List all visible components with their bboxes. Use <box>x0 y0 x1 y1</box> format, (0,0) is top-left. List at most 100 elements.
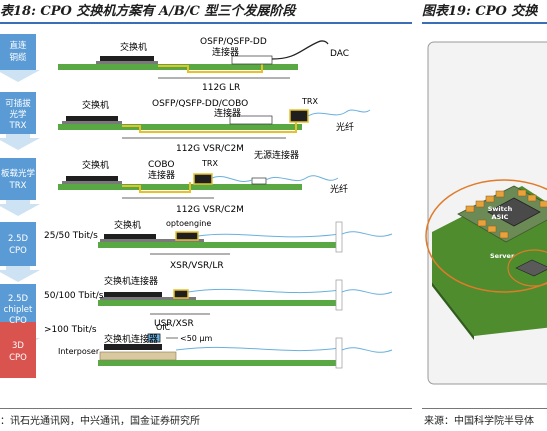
fiber <box>197 233 341 238</box>
cpo-stages-diagram: 直连 铜缆 可插拔 光学 TRX 板载光学 TRX 2.5D CPO 2.5D … <box>0 34 393 378</box>
stage-box-3 <box>0 158 36 200</box>
stage-6-line-1: 3D <box>12 341 24 351</box>
passive-connector-label: 无源连接器 <box>254 149 299 161</box>
interposer-label: Interposer <box>58 347 100 356</box>
trx-module <box>289 109 309 123</box>
switch-connector-label: 交换机连接器 <box>104 275 158 287</box>
row-pluggable: 交换机 OSFP/QSFP-DD/COBO 连接器 TRX 光纤 112G VS… <box>58 97 371 154</box>
fiber-out <box>341 289 393 295</box>
signal-trace <box>122 122 297 133</box>
pcb-board <box>98 300 340 306</box>
pcb-board <box>98 360 340 366</box>
switch-chip <box>66 176 118 182</box>
row-direct-copper: 交换机 OSFP/QSFP-DD 连接器 DAC 112G LR <box>58 37 349 93</box>
cpo-switch-illustration: Switch ASIC Server <box>425 41 547 385</box>
stage-arrow-3 <box>0 198 40 216</box>
fiber <box>265 175 339 182</box>
switch-label: 交换机 <box>82 159 109 171</box>
reach-label: XSR/VSR/LR <box>170 261 224 271</box>
faceplate <box>335 279 343 311</box>
oic-chip <box>147 333 161 343</box>
stage-1-line-2: 铜缆 <box>9 52 27 63</box>
left-figure-title: 表18: CPO 交换机方案有 A/B/C 型三个发展阶段 <box>0 4 296 19</box>
stage-arrow-2 <box>0 132 40 150</box>
fiber <box>187 288 341 294</box>
stage-5-line-1: 2.5D <box>8 294 29 304</box>
switch-label: 交换机 <box>82 99 109 111</box>
passive-connector <box>251 177 267 185</box>
switch-asic <box>487 197 541 227</box>
reach-label: 112G VSR/C2M <box>176 205 244 215</box>
switch-label: 交换机 <box>120 41 147 53</box>
reach-label: USR/XSR <box>154 319 194 329</box>
server-label: Server <box>490 252 515 260</box>
stage-4-line-1: 2.5D <box>8 234 29 244</box>
stage-box-6 <box>0 322 36 378</box>
connector-label: OSFP/QSFP-DD/COBO <box>152 99 248 109</box>
server-chip <box>515 259 547 277</box>
stage-arrow-4 <box>0 264 40 282</box>
chip-substrate <box>96 61 158 64</box>
switch-chip <box>66 116 118 122</box>
server-chip-ring <box>507 249 547 287</box>
switch-label: 交换机 <box>114 219 141 231</box>
switch-connector-label: 交换机连接器 <box>104 333 158 345</box>
reach-label: 112G LR <box>202 83 240 93</box>
faceplate <box>335 337 343 369</box>
stage-labels: 直连 铜缆 可插拔 光学 TRX 板载光学 TRX 2.5D CPO 2.5D … <box>1 40 36 363</box>
stage-5-line-2: chiplet <box>4 305 33 315</box>
stage-4-line-2: CPO <box>9 246 27 256</box>
switch-chip <box>104 344 162 350</box>
dac-label: DAC <box>330 49 349 59</box>
switch-chip <box>104 292 162 298</box>
row-2-5d-cpo: 25/50 Tbit/s 交换机 optoengine XSR/VSR/LR <box>44 219 393 271</box>
right-title-rule <box>422 22 547 24</box>
dac-cable <box>271 40 329 60</box>
right-figure-title: 图表19: CPO 交换 <box>422 4 538 19</box>
bandwidth-label: >100 Tbit/s <box>44 325 97 335</box>
stage-2-line-2: 光学 <box>9 109 27 120</box>
stage-6-line-2: CPO <box>9 353 27 363</box>
stage-box-4 <box>0 222 36 266</box>
board-side <box>432 282 474 340</box>
row-chiplet-cpo: 50/100 Tbit/s 交换机连接器 USR/XSR <box>44 275 393 329</box>
stage-3-line-1: 板载光学 <box>1 168 36 179</box>
right-source-rule <box>422 408 547 409</box>
stage-3-line-2: TRX <box>9 181 27 191</box>
cobo-label: COBO <box>148 160 174 170</box>
pcb-board <box>58 124 302 130</box>
pcb-board <box>58 184 302 190</box>
chiplet-engine <box>173 289 189 299</box>
fiber <box>175 346 341 352</box>
distance-label: <50 μm <box>180 334 213 343</box>
stage-1-line-1: 直连 <box>9 40 27 51</box>
fiber-out <box>341 347 393 353</box>
faceplate <box>335 221 343 253</box>
cage-connector <box>231 55 273 65</box>
orbit-ring <box>425 179 547 293</box>
trx-label: TRX <box>301 97 318 106</box>
cobo-sublabel: 连接器 <box>148 169 175 181</box>
optical-tiles <box>465 189 547 239</box>
asic-label-line-2: ASIC <box>492 213 509 221</box>
trx-module <box>193 173 213 185</box>
signal-trace <box>122 182 191 193</box>
chip-substrate <box>62 121 122 124</box>
chip-substrate <box>100 297 196 300</box>
stage-box-2 <box>0 92 36 134</box>
stage-2-line-1: 可插拔 <box>5 98 31 109</box>
pcb-board <box>98 242 340 248</box>
right-source-note: 来源：中国科学院半导体 <box>424 416 534 427</box>
asic-label-line-1: Switch <box>488 205 513 213</box>
fiber-internal <box>211 176 253 182</box>
optical-engine <box>175 231 199 241</box>
chip-substrate <box>100 239 204 242</box>
reach-label: 112G VSR/C2M <box>176 144 244 154</box>
bandwidth-label: 50/100 Tbit/s <box>44 291 104 301</box>
switch-chip <box>100 56 154 62</box>
fiber <box>307 109 371 117</box>
left-source-rule <box>0 408 412 409</box>
chip-substrate <box>62 181 122 184</box>
fiber-label: 光纤 <box>336 121 354 133</box>
left-source-note: ：讯石光通讯网，中兴通讯，国金证券研究所 <box>0 416 200 427</box>
